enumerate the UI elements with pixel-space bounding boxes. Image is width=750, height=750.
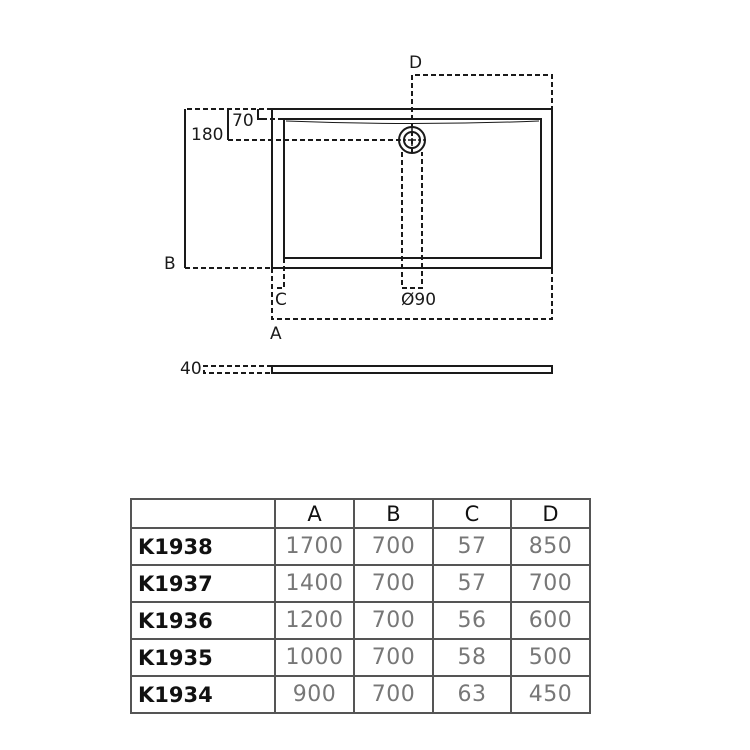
- header-b: B: [353, 498, 434, 529]
- header-c: C: [432, 498, 512, 529]
- value-d: 700: [510, 564, 591, 603]
- value-a: 1200: [274, 601, 355, 640]
- header-a: A: [274, 498, 355, 529]
- value-c: 57: [432, 564, 512, 603]
- value-b: 700: [353, 601, 434, 640]
- value-d: 600: [510, 601, 591, 640]
- value-a: 1400: [274, 564, 355, 603]
- value-b: 700: [353, 527, 434, 566]
- header-model: [130, 498, 276, 529]
- label-180: 180: [191, 125, 223, 145]
- basin-outline: [283, 118, 542, 259]
- profile-height-line: [203, 365, 272, 374]
- shower-tray-technical-drawing: D 70 180 B C Ø90 A 40: [164, 53, 553, 379]
- table-header-row: A B C D: [130, 498, 591, 529]
- model-cell: K1938: [130, 527, 276, 566]
- label-b: B: [164, 254, 176, 274]
- label-70: 70: [232, 111, 254, 131]
- value-a: 1700: [274, 527, 355, 566]
- dimensions-table: A B C D K1938 1700 700 57 850 K1937 1400…: [130, 498, 591, 714]
- value-c: 63: [432, 675, 512, 714]
- label-drain-diameter: Ø90: [401, 290, 436, 310]
- value-c: 57: [432, 527, 512, 566]
- model-cell: K1937: [130, 564, 276, 603]
- drain-channel: [401, 152, 423, 289]
- model-cell: K1934: [130, 675, 276, 714]
- label-c: C: [275, 290, 287, 310]
- value-d: 500: [510, 638, 591, 677]
- value-b: 700: [353, 675, 434, 714]
- label-40: 40: [180, 359, 202, 379]
- label-a: A: [270, 324, 282, 344]
- tray-profile: [271, 365, 553, 374]
- label-d: D: [409, 53, 422, 73]
- value-b: 700: [353, 564, 434, 603]
- dimension-d-line: [411, 74, 553, 152]
- header-d: D: [510, 498, 591, 529]
- dimension-a-line: [271, 268, 553, 320]
- value-a: 900: [274, 675, 355, 714]
- table-row: K1935 1000 700 58 500: [130, 638, 591, 677]
- dimension-c-line: [274, 258, 285, 289]
- value-c: 56: [432, 601, 512, 640]
- table-row: K1936 1200 700 56 600: [130, 601, 591, 640]
- value-c: 58: [432, 638, 512, 677]
- value-d: 850: [510, 527, 591, 566]
- model-cell: K1936: [130, 601, 276, 640]
- model-cell: K1935: [130, 638, 276, 677]
- value-a: 1000: [274, 638, 355, 677]
- table-row: K1938 1700 700 57 850: [130, 527, 591, 566]
- value-d: 450: [510, 675, 591, 714]
- table-row: K1934 900 700 63 450: [130, 675, 591, 714]
- table-row: K1937 1400 700 57 700: [130, 564, 591, 603]
- value-b: 700: [353, 638, 434, 677]
